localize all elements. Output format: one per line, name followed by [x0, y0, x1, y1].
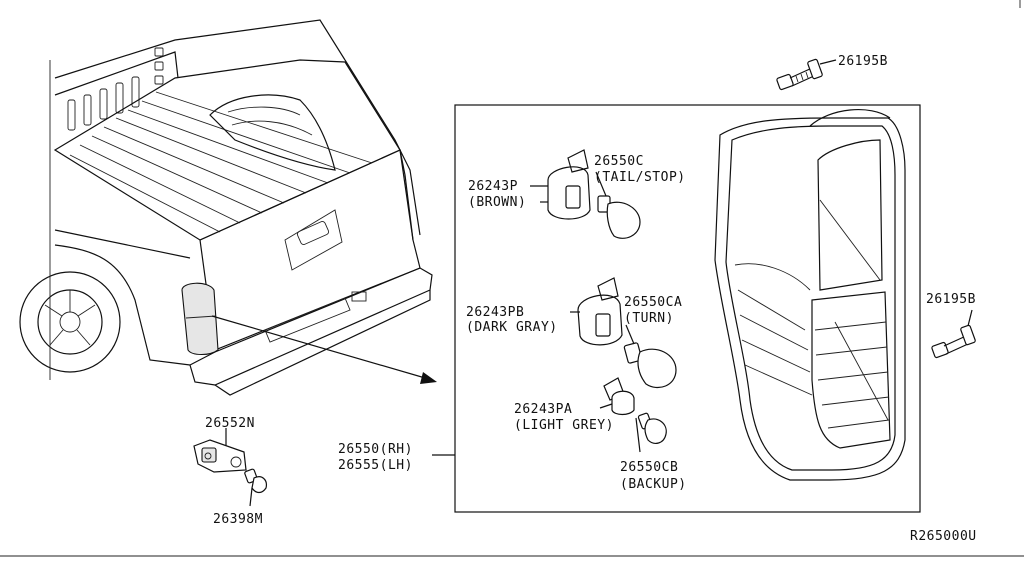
callout-lamp-rh: 26550(RH) [338, 442, 413, 457]
pointer-arrow [211, 315, 437, 384]
socket-brown-icon [547, 149, 591, 220]
callout-bulb-turn-desc: (TURN) [624, 311, 674, 326]
tail-lamp-assembly [714, 108, 906, 481]
callout-socket-dark-gray-desc: (DARK GRAY) [466, 320, 558, 335]
bolt-right-icon [931, 309, 976, 359]
callout-bolt-top: 26195B [838, 54, 888, 69]
socket-dark-gray-icon [577, 277, 623, 346]
detail-frame [454, 104, 921, 513]
callout-bulb-tail-stop-desc: (TAIL/STOP) [594, 170, 686, 185]
callout-bulb-backup-desc: (BACKUP) [620, 477, 687, 492]
truck-rear-illustration [19, 19, 433, 396]
callout-bolt-right: 26195B [926, 292, 976, 307]
bolt-top-icon [776, 58, 837, 91]
bulb-tail-stop-icon [597, 195, 641, 239]
socket-light-grey-icon [603, 377, 635, 416]
plate-lamp-icon [193, 439, 247, 473]
plate-bulb-icon [244, 468, 267, 494]
callout-bulb-turn: 26550CA [624, 295, 682, 310]
callout-plate-lamp: 26552N [205, 416, 255, 431]
diagram-id: R265000U [910, 529, 977, 544]
callout-socket-brown: 26243P [468, 179, 518, 194]
callout-lamp-lh: 26555(LH) [338, 458, 413, 473]
bulb-backup-icon [637, 412, 667, 444]
callout-socket-light-grey-desc: (LIGHT GREY) [514, 418, 614, 433]
callout-socket-light-grey: 26243PA [514, 402, 572, 417]
callout-bulb-backup: 26550CB [620, 460, 678, 475]
callout-bulb-tail-stop: 26550C [594, 154, 644, 169]
callout-socket-brown-desc: (BROWN) [468, 195, 526, 210]
callout-plate-bulb: 26398M [213, 512, 263, 527]
bulb-turn-icon [623, 342, 677, 389]
callout-socket-dark-gray: 26243PB [466, 305, 524, 320]
